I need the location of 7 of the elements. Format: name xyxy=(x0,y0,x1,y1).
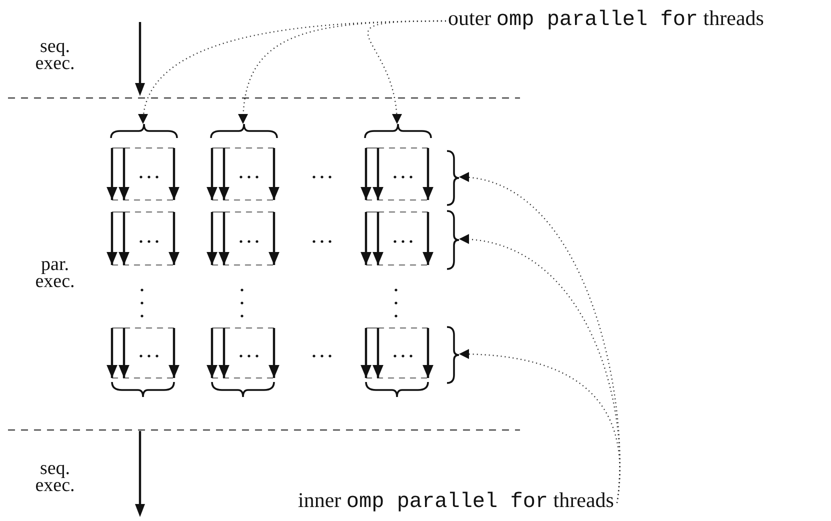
phase-label: par. exec. xyxy=(34,256,76,290)
phase-label: seq. exec. xyxy=(34,38,76,72)
leader-line xyxy=(368,20,446,124)
phase-label: seq. exec. xyxy=(34,460,76,494)
annotation-text: outer omp parallel for threads xyxy=(448,6,764,32)
leader-line xyxy=(459,349,620,504)
annotation-text: inner omp parallel for threads xyxy=(298,488,614,514)
